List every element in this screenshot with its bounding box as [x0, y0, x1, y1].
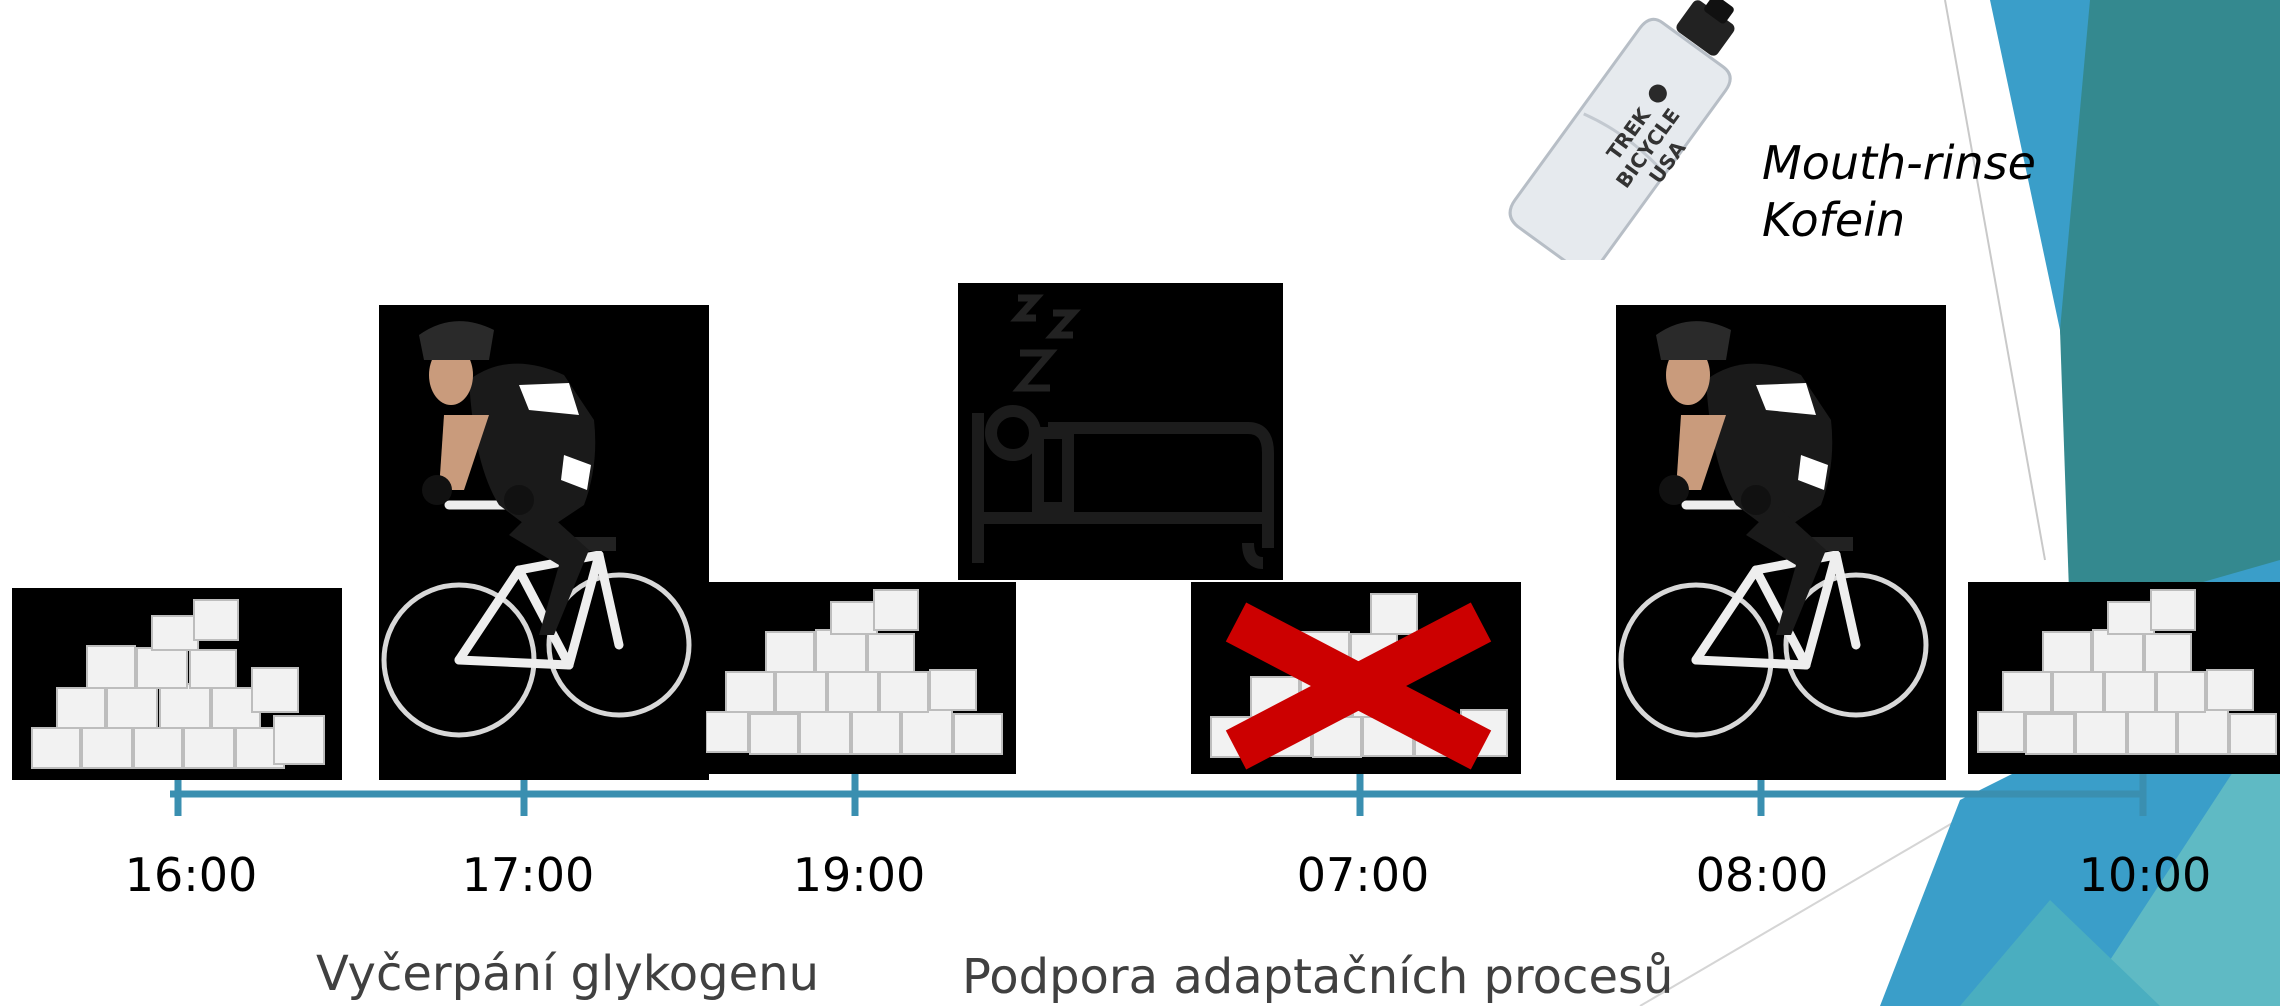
sugar-cubes-icon: [12, 588, 342, 780]
crossed-sugar-icon: [1191, 582, 1521, 774]
time-label-1900: 19:00: [792, 848, 926, 902]
note-mouth-rinse: Mouth-rinse: [1762, 136, 2036, 190]
sleep-bed-icon: [958, 283, 1283, 580]
time-label-1000: 10:00: [2078, 848, 2212, 902]
note-caffeine: Kofein: [1762, 193, 1906, 247]
water-bottle-icon: TREK BICYCLE USA: [1508, 0, 1735, 260]
time-label-1600: 16:00: [124, 848, 258, 902]
cyclist-icon: [1616, 305, 1946, 780]
cyclist-icon: [379, 305, 709, 780]
time-label-0700: 07:00: [1296, 848, 1430, 902]
sugar-cubes-icon: [1968, 582, 2280, 774]
timeline-axis: [170, 774, 2147, 816]
time-label-0800: 08:00: [1695, 848, 1829, 902]
caption-glycogen-depletion: Vyčerpání glykogenu: [316, 946, 820, 1002]
sugar-cubes-icon: [706, 582, 1016, 774]
time-label-1700: 17:00: [461, 848, 595, 902]
caption-adaptation-support: Podpora adaptačních procesů: [962, 949, 1674, 1005]
